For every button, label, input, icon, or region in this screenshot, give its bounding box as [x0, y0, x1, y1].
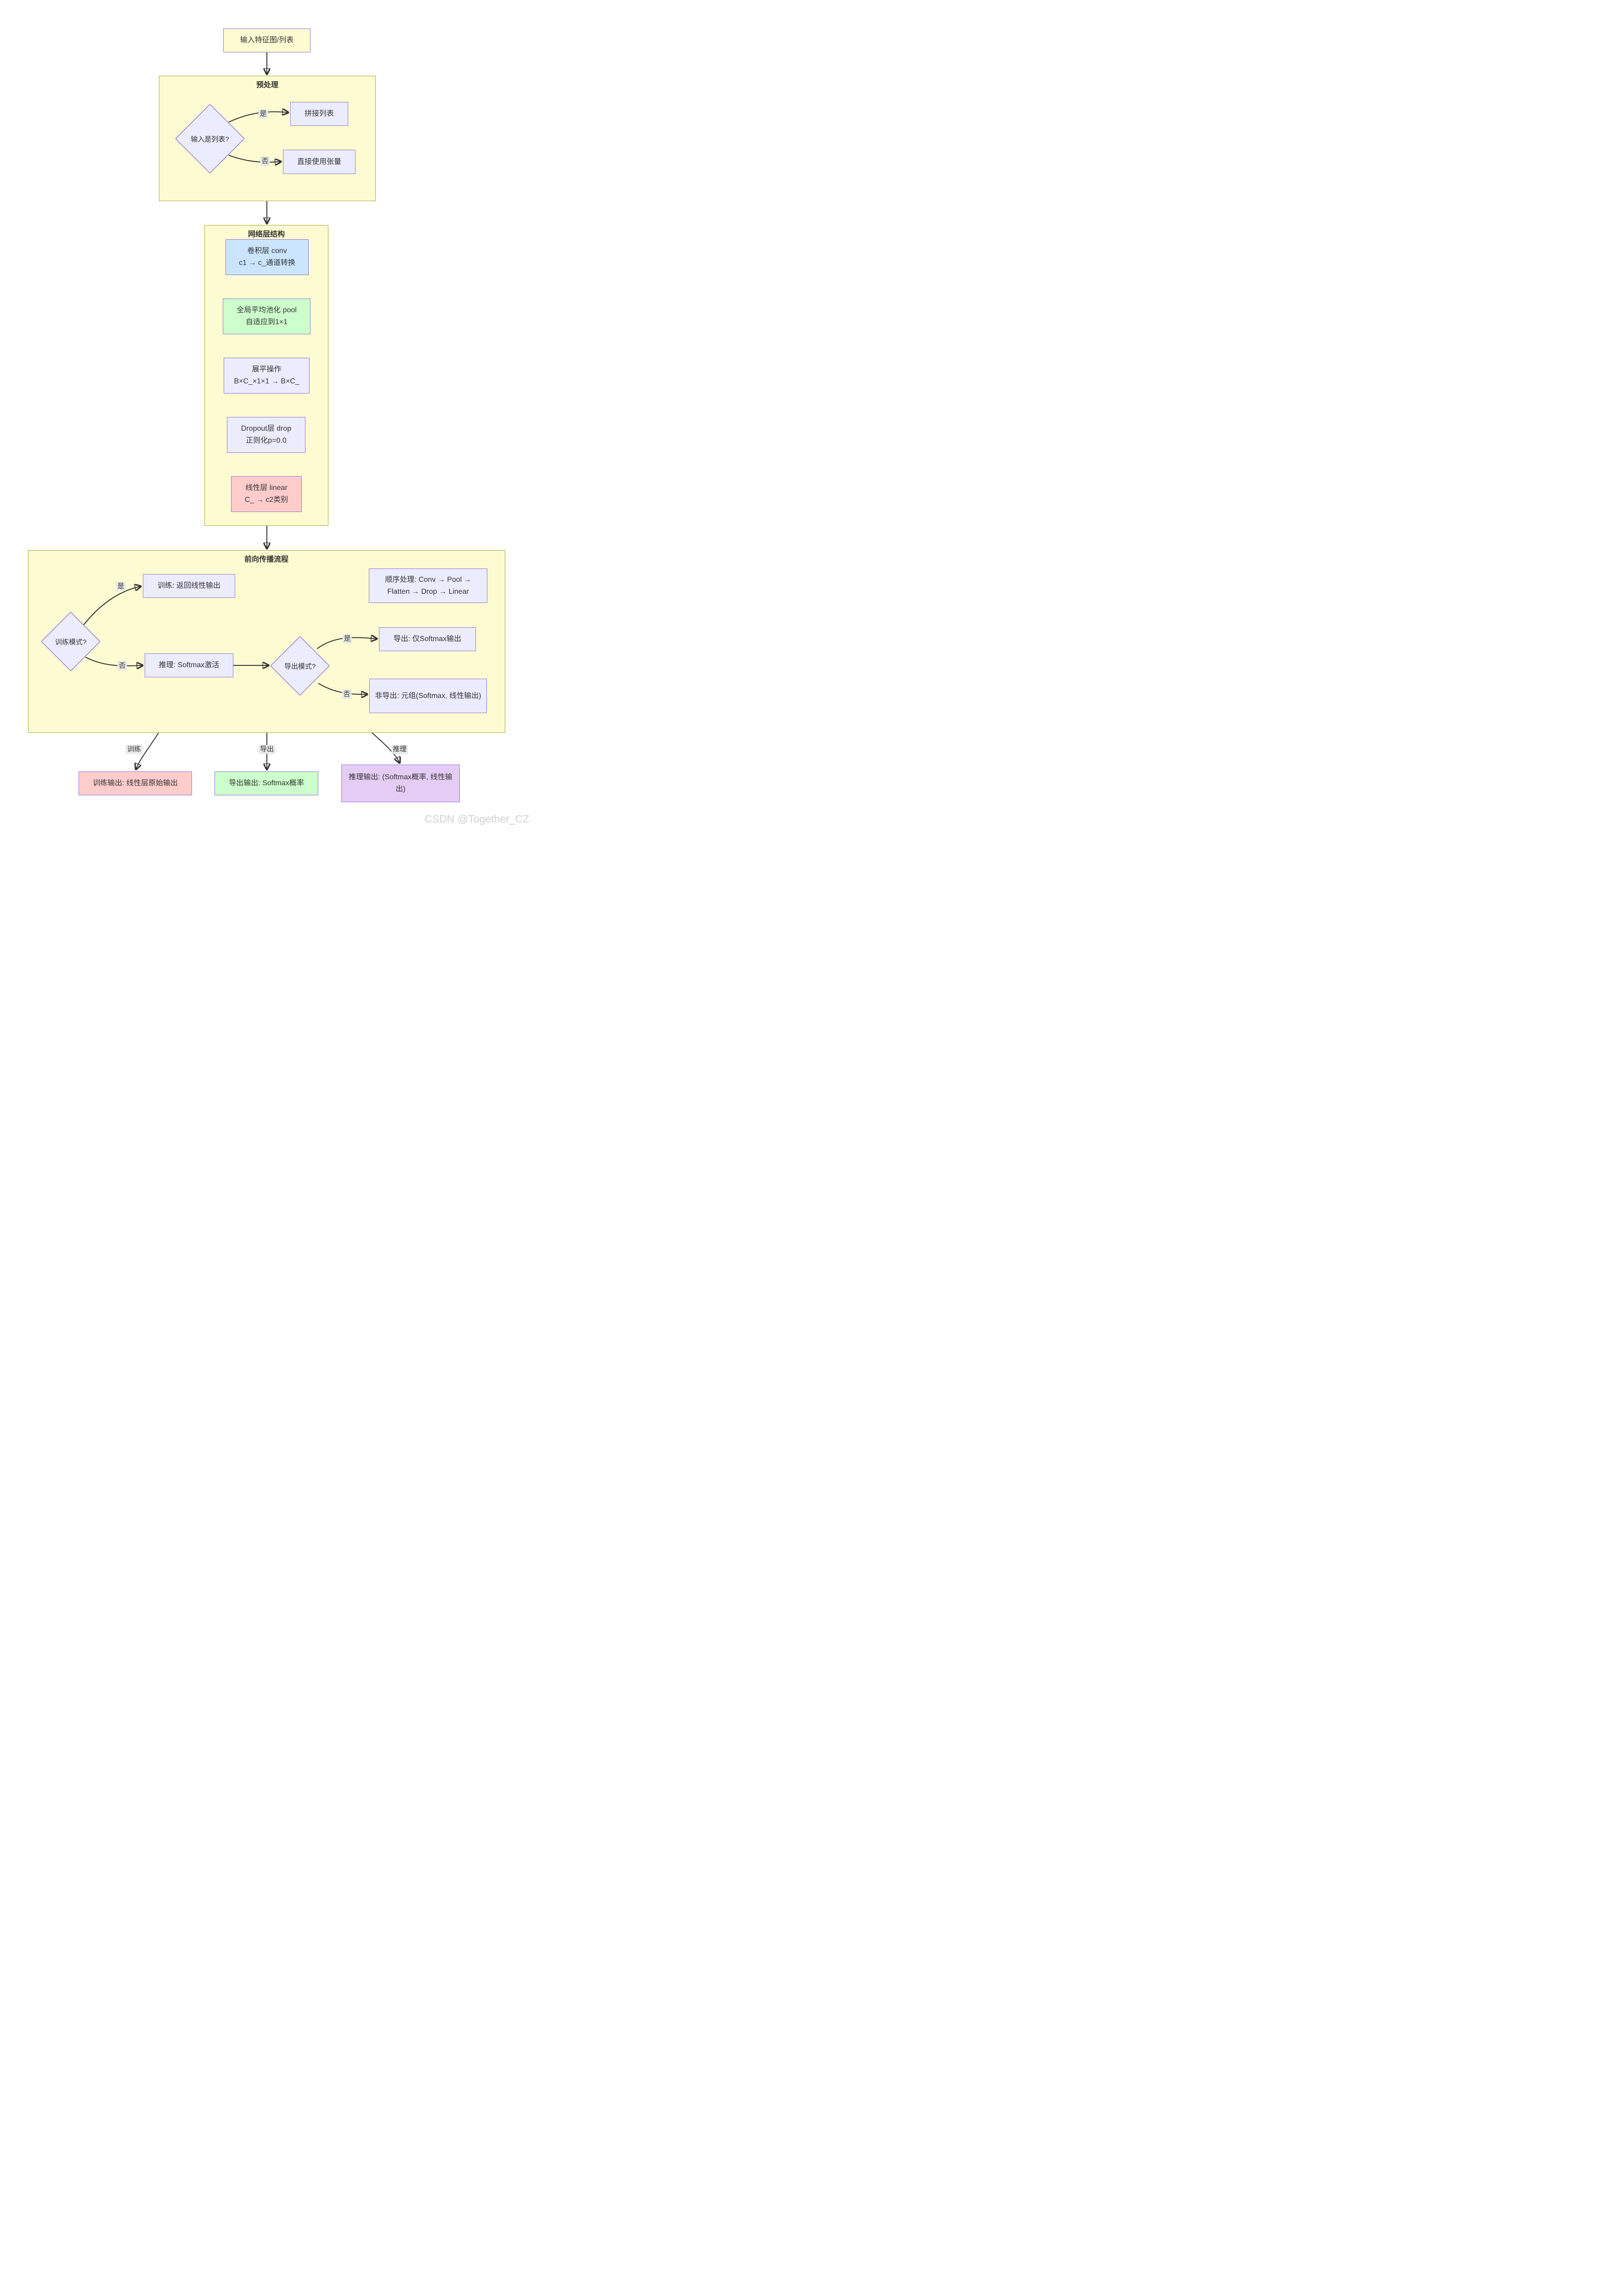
node-dropout-line1: Dropout层 drop [241, 425, 292, 433]
node-train-mode-label: 训练模式? [55, 638, 87, 646]
node-is-list-decision: 输入是列表? [175, 104, 244, 173]
diamond-shape [41, 612, 100, 671]
node-non-export-branch-label: 非导出: 元组(Softmax, 线性输出) [375, 692, 481, 700]
node-pool-line1: 全局平均池化 pool [237, 306, 297, 315]
subgraph-preprocess-title: 预处理 [256, 81, 279, 89]
csdn-watermark: CSDN @Together_CZ [424, 813, 529, 825]
node-flatten-line2: B×C_×1×1 → B×C_ [234, 377, 299, 385]
node-flatten-line1: 展平操作 [252, 366, 282, 374]
diamond-shape [271, 636, 329, 695]
node-export-mode-decision: 导出模式? [271, 636, 329, 695]
node-linear-line1: 线性层 linear [245, 484, 288, 492]
node-linear: 线性层 linear C_ → c2类别 [231, 476, 302, 512]
node-dropout: Dropout层 drop 正则化p=0.0 [227, 417, 305, 453]
edge-label-train: 训练 [125, 745, 143, 754]
node-infer-output-label: 推理输出: (Softmax概率, 线性输出) [349, 773, 452, 793]
node-pool: 全局平均池化 pool 自适应到1×1 [223, 298, 311, 334]
node-train-output: 训练输出: 线性层原始输出 [79, 771, 192, 795]
flowchart-canvas: 预处理 网络层结构 前向传播流程 输入特征图/列表 输入是列表? [0, 0, 533, 829]
edge-label-yes-1: 是 [258, 109, 268, 118]
node-non-export-branch: 非导出: 元组(Softmax, 线性输出) [369, 679, 487, 713]
node-export-branch-label: 导出: 仅Softmax输出 [393, 635, 462, 643]
node-infer-branch: 推理: Softmax激活 [145, 653, 233, 677]
node-concat: 拼接列表 [290, 102, 348, 126]
node-is-list-label: 输入是列表? [191, 135, 229, 143]
node-tensor-label: 直接使用张量 [297, 158, 341, 166]
node-conv-line1: 卷积层 conv [247, 247, 287, 255]
node-train-mode-decision: 训练模式? [41, 612, 100, 671]
node-tensor: 直接使用张量 [283, 150, 356, 174]
node-sequence-note-line1: 顺序处理: Conv → Pool → [385, 575, 471, 584]
edge-label-no-3: 否 [342, 690, 352, 699]
subgraph-forward-title: 前向传播流程 [244, 556, 289, 563]
node-infer-output: 推理输出: (Softmax概率, 线性输出) [341, 765, 460, 802]
edge-label-yes-3: 是 [342, 634, 352, 643]
node-train-output-label: 训练输出: 线性层原始输出 [93, 779, 178, 788]
node-input-label: 输入特征图/列表 [240, 36, 294, 45]
node-export-branch: 导出: 仅Softmax输出 [379, 627, 476, 651]
edge-label-yes-2: 是 [116, 582, 126, 591]
node-linear-line2: C_ → c2类别 [244, 496, 288, 504]
node-dropout-line2: 正则化p=0.0 [246, 437, 287, 445]
subgraph-layers-title: 网络层结构 [248, 231, 285, 238]
node-input: 输入特征图/列表 [223, 28, 311, 52]
node-train-branch-label: 训练: 返回线性输出 [158, 582, 220, 590]
node-train-branch: 训练: 返回线性输出 [143, 574, 235, 598]
node-infer-branch-label: 推理: Softmax激活 [158, 661, 220, 670]
node-sequence-note: 顺序处理: Conv → Pool → Flatten → Drop → Lin… [369, 568, 487, 603]
edge-label-no-1: 否 [260, 157, 270, 166]
node-export-output-label: 导出输出: Softmax概率 [229, 779, 304, 788]
node-sequence-note-line2: Flatten → Drop → Linear [387, 587, 469, 596]
node-flatten: 展平操作 B×C_×1×1 → B×C_ [224, 358, 310, 394]
node-conv-line2: c1 → c_通道转换 [239, 259, 295, 267]
node-export-output: 导出输出: Softmax概率 [215, 771, 318, 795]
edge-label-no-2: 否 [117, 661, 127, 670]
edge-label-export: 导出 [258, 745, 276, 754]
node-export-mode-label: 导出模式? [284, 662, 316, 670]
edge-label-infer: 推理 [391, 745, 408, 754]
node-pool-line2: 自适应到1×1 [245, 318, 288, 326]
diamond-shape [175, 104, 244, 173]
node-concat-label: 拼接列表 [304, 110, 334, 118]
node-conv: 卷积层 conv c1 → c_通道转换 [226, 239, 309, 275]
